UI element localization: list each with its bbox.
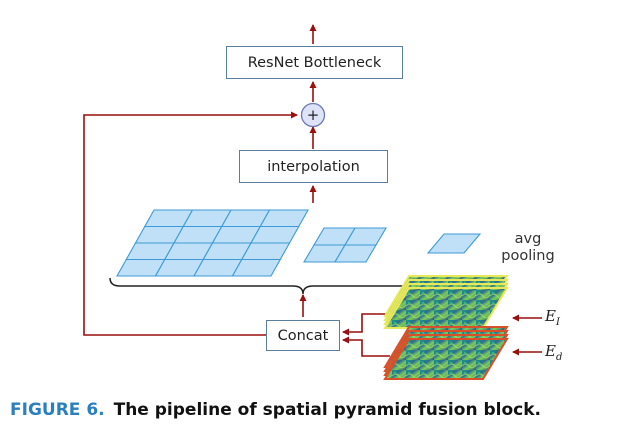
ed-base: E — [545, 342, 556, 360]
pooling-label: pooling — [501, 248, 555, 264]
ei-sub: I — [555, 317, 560, 328]
arrow-ei-to-concat — [342, 313, 390, 336]
feature-stacks — [383, 275, 509, 380]
ed-sub: d — [555, 352, 563, 363]
caption-label: FIGURE 6. — [10, 400, 105, 420]
grid-1x1 — [426, 233, 482, 254]
grid-cell — [259, 209, 309, 228]
avg-pooling-label: avg pooling — [493, 231, 563, 265]
feature-map-layer — [383, 338, 509, 380]
arrow-ed-to-concat — [342, 336, 390, 357]
grid-cell — [344, 227, 387, 246]
figure-caption: FIGURE 6. The pipeline of spatial pyramid… — [10, 400, 541, 420]
interpolation-node: interpolation — [239, 150, 388, 183]
ei-label: EI — [545, 307, 560, 328]
resnet-bottleneck-node: ResNet Bottleneck — [226, 46, 403, 79]
ed-label: Ed — [545, 342, 562, 363]
grid-2x2 — [303, 227, 387, 263]
ei-base: E — [545, 307, 556, 325]
feature-stack-ed — [383, 326, 509, 380]
concat-node: Concat — [266, 320, 340, 351]
avg-label: avg — [514, 231, 542, 247]
grid-cell — [426, 233, 482, 254]
pyramid-grids — [116, 209, 482, 277]
connectors — [83, 24, 542, 357]
grid-4x4 — [116, 209, 309, 277]
plus-symbol: + — [307, 106, 320, 124]
caption-text: The pipeline of spatial pyramid fusion b… — [113, 400, 541, 420]
sum-node: + — [300, 102, 326, 128]
skip-connection — [83, 111, 298, 336]
feature-stack-ei — [383, 275, 509, 329]
